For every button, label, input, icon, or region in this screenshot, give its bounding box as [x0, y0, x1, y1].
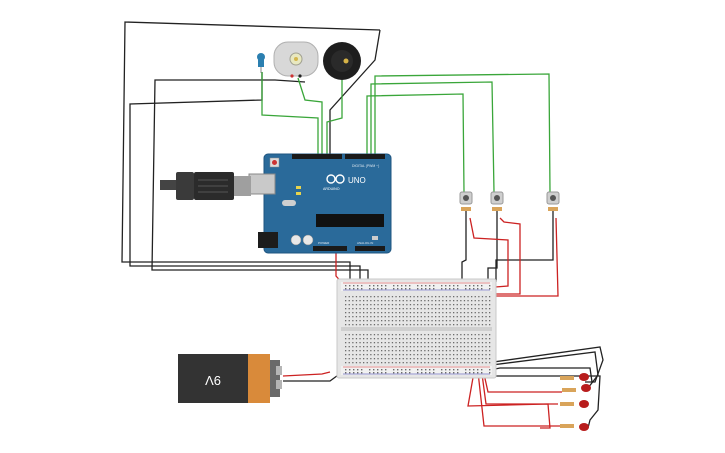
wire-red-btn2	[486, 217, 521, 295]
wire-black-led-c	[479, 367, 593, 383]
wire-green-buzzer	[326, 80, 343, 156]
power-header-label: POWER	[318, 241, 330, 245]
wire-red-battery	[282, 371, 331, 377]
arduino-brand-label: ARDUINO	[323, 187, 340, 191]
push-button-2	[490, 191, 504, 211]
analog-header-label: ANALOG IN	[357, 241, 373, 245]
arduino-logo	[326, 174, 345, 184]
battery-9v: 9V	[178, 354, 282, 403]
wire-red-led-1	[467, 371, 551, 429]
wire-black-outer	[329, 29, 381, 155]
battery-label: 9V	[205, 373, 221, 388]
wire-red-btn3	[490, 217, 559, 297]
wire-red-btn1	[469, 217, 509, 289]
red-wires	[282, 217, 562, 429]
digital-header-label: DIGITAL (PWM ~)	[352, 164, 379, 168]
wire-green-btn3	[374, 73, 551, 193]
led-1	[560, 373, 589, 381]
wire-red-led-4	[481, 373, 558, 405]
temperature-sensor-icon	[257, 53, 265, 73]
wire-black-led-b	[475, 351, 599, 389]
green-wires	[261, 72, 551, 193]
usb-cable	[160, 172, 251, 200]
arduino-uno: DIGITAL (PWM ~) UNO ARDUINO POWER ANALOG…	[248, 153, 392, 254]
wire-green-btn1	[366, 93, 465, 193]
dc-motor-icon	[273, 41, 319, 78]
wire-green-sensor	[261, 72, 319, 156]
wire-green-motor	[297, 77, 323, 156]
led-2	[562, 384, 591, 392]
wire-black-btn1	[461, 210, 467, 282]
wire-red-led-2	[477, 371, 560, 427]
push-button-1	[459, 191, 473, 211]
breadboard	[336, 278, 497, 379]
uno-label: UNO	[348, 176, 366, 185]
piezo-buzzer-icon	[323, 42, 361, 80]
led-4	[560, 423, 589, 431]
push-button-3	[546, 191, 560, 211]
wire-green-btn2	[370, 81, 495, 193]
wire-red-led-3	[483, 373, 562, 393]
wire-black-led-d	[478, 375, 601, 429]
wire-black-motor	[151, 79, 369, 282]
wire-black-outer-left	[121, 21, 381, 282]
wire-black-btn3	[495, 210, 554, 282]
led-3	[560, 400, 589, 408]
breadboard-holes	[345, 285, 491, 374]
